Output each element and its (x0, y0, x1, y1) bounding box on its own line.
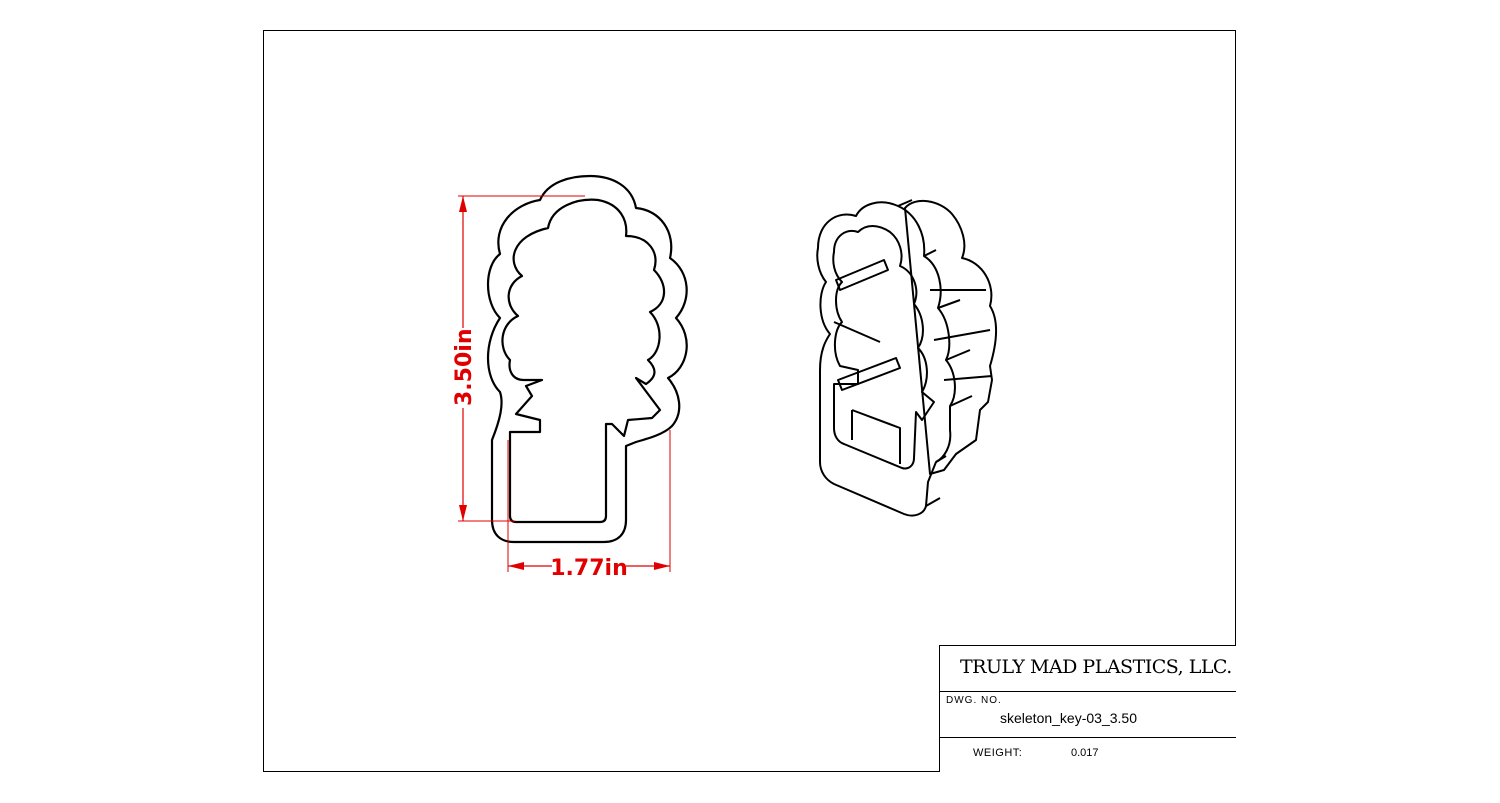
title-block-dwg-row: DWG. NO. skeleton_key-03_3.50 (940, 692, 1236, 738)
iso-back-outline (904, 199, 998, 475)
iso-rib-1 (835, 259, 889, 291)
iso-depth-lines (897, 199, 993, 507)
isometric-view (816, 199, 998, 517)
iso-rib-3 (833, 321, 881, 343)
iso-inner-rect (851, 409, 901, 464)
dwg-no-label: DWG. NO. (946, 695, 1002, 706)
title-block: TRULY MAD PLASTICS, LLC. DWG. NO. skelet… (939, 645, 1236, 772)
iso-front-inner-outline (832, 225, 935, 470)
front-view-inner-outline (501, 198, 666, 524)
height-dimension: 3.50in (452, 195, 585, 522)
weight-value: 0.017 (1071, 747, 1099, 759)
title-block-company-row: TRULY MAD PLASTICS, LLC. (940, 646, 1236, 692)
drawing-sheet-border (263, 30, 1236, 772)
width-dimension-label: 1.77in (550, 556, 627, 581)
front-view-outer-outline (486, 174, 688, 544)
width-dimension: 1.77in (507, 430, 671, 581)
dwg-no-value: skeleton_key-03_3.50 (1000, 710, 1137, 726)
title-block-weight-row: WEIGHT: 0.017 (940, 738, 1236, 771)
iso-rib-2 (837, 357, 901, 391)
height-dimension-label: 3.50in (452, 329, 477, 406)
front-view (486, 174, 688, 544)
weight-label: WEIGHT: (973, 747, 1023, 759)
company-name: TRULY MAD PLASTICS, LLC. (960, 656, 1232, 678)
